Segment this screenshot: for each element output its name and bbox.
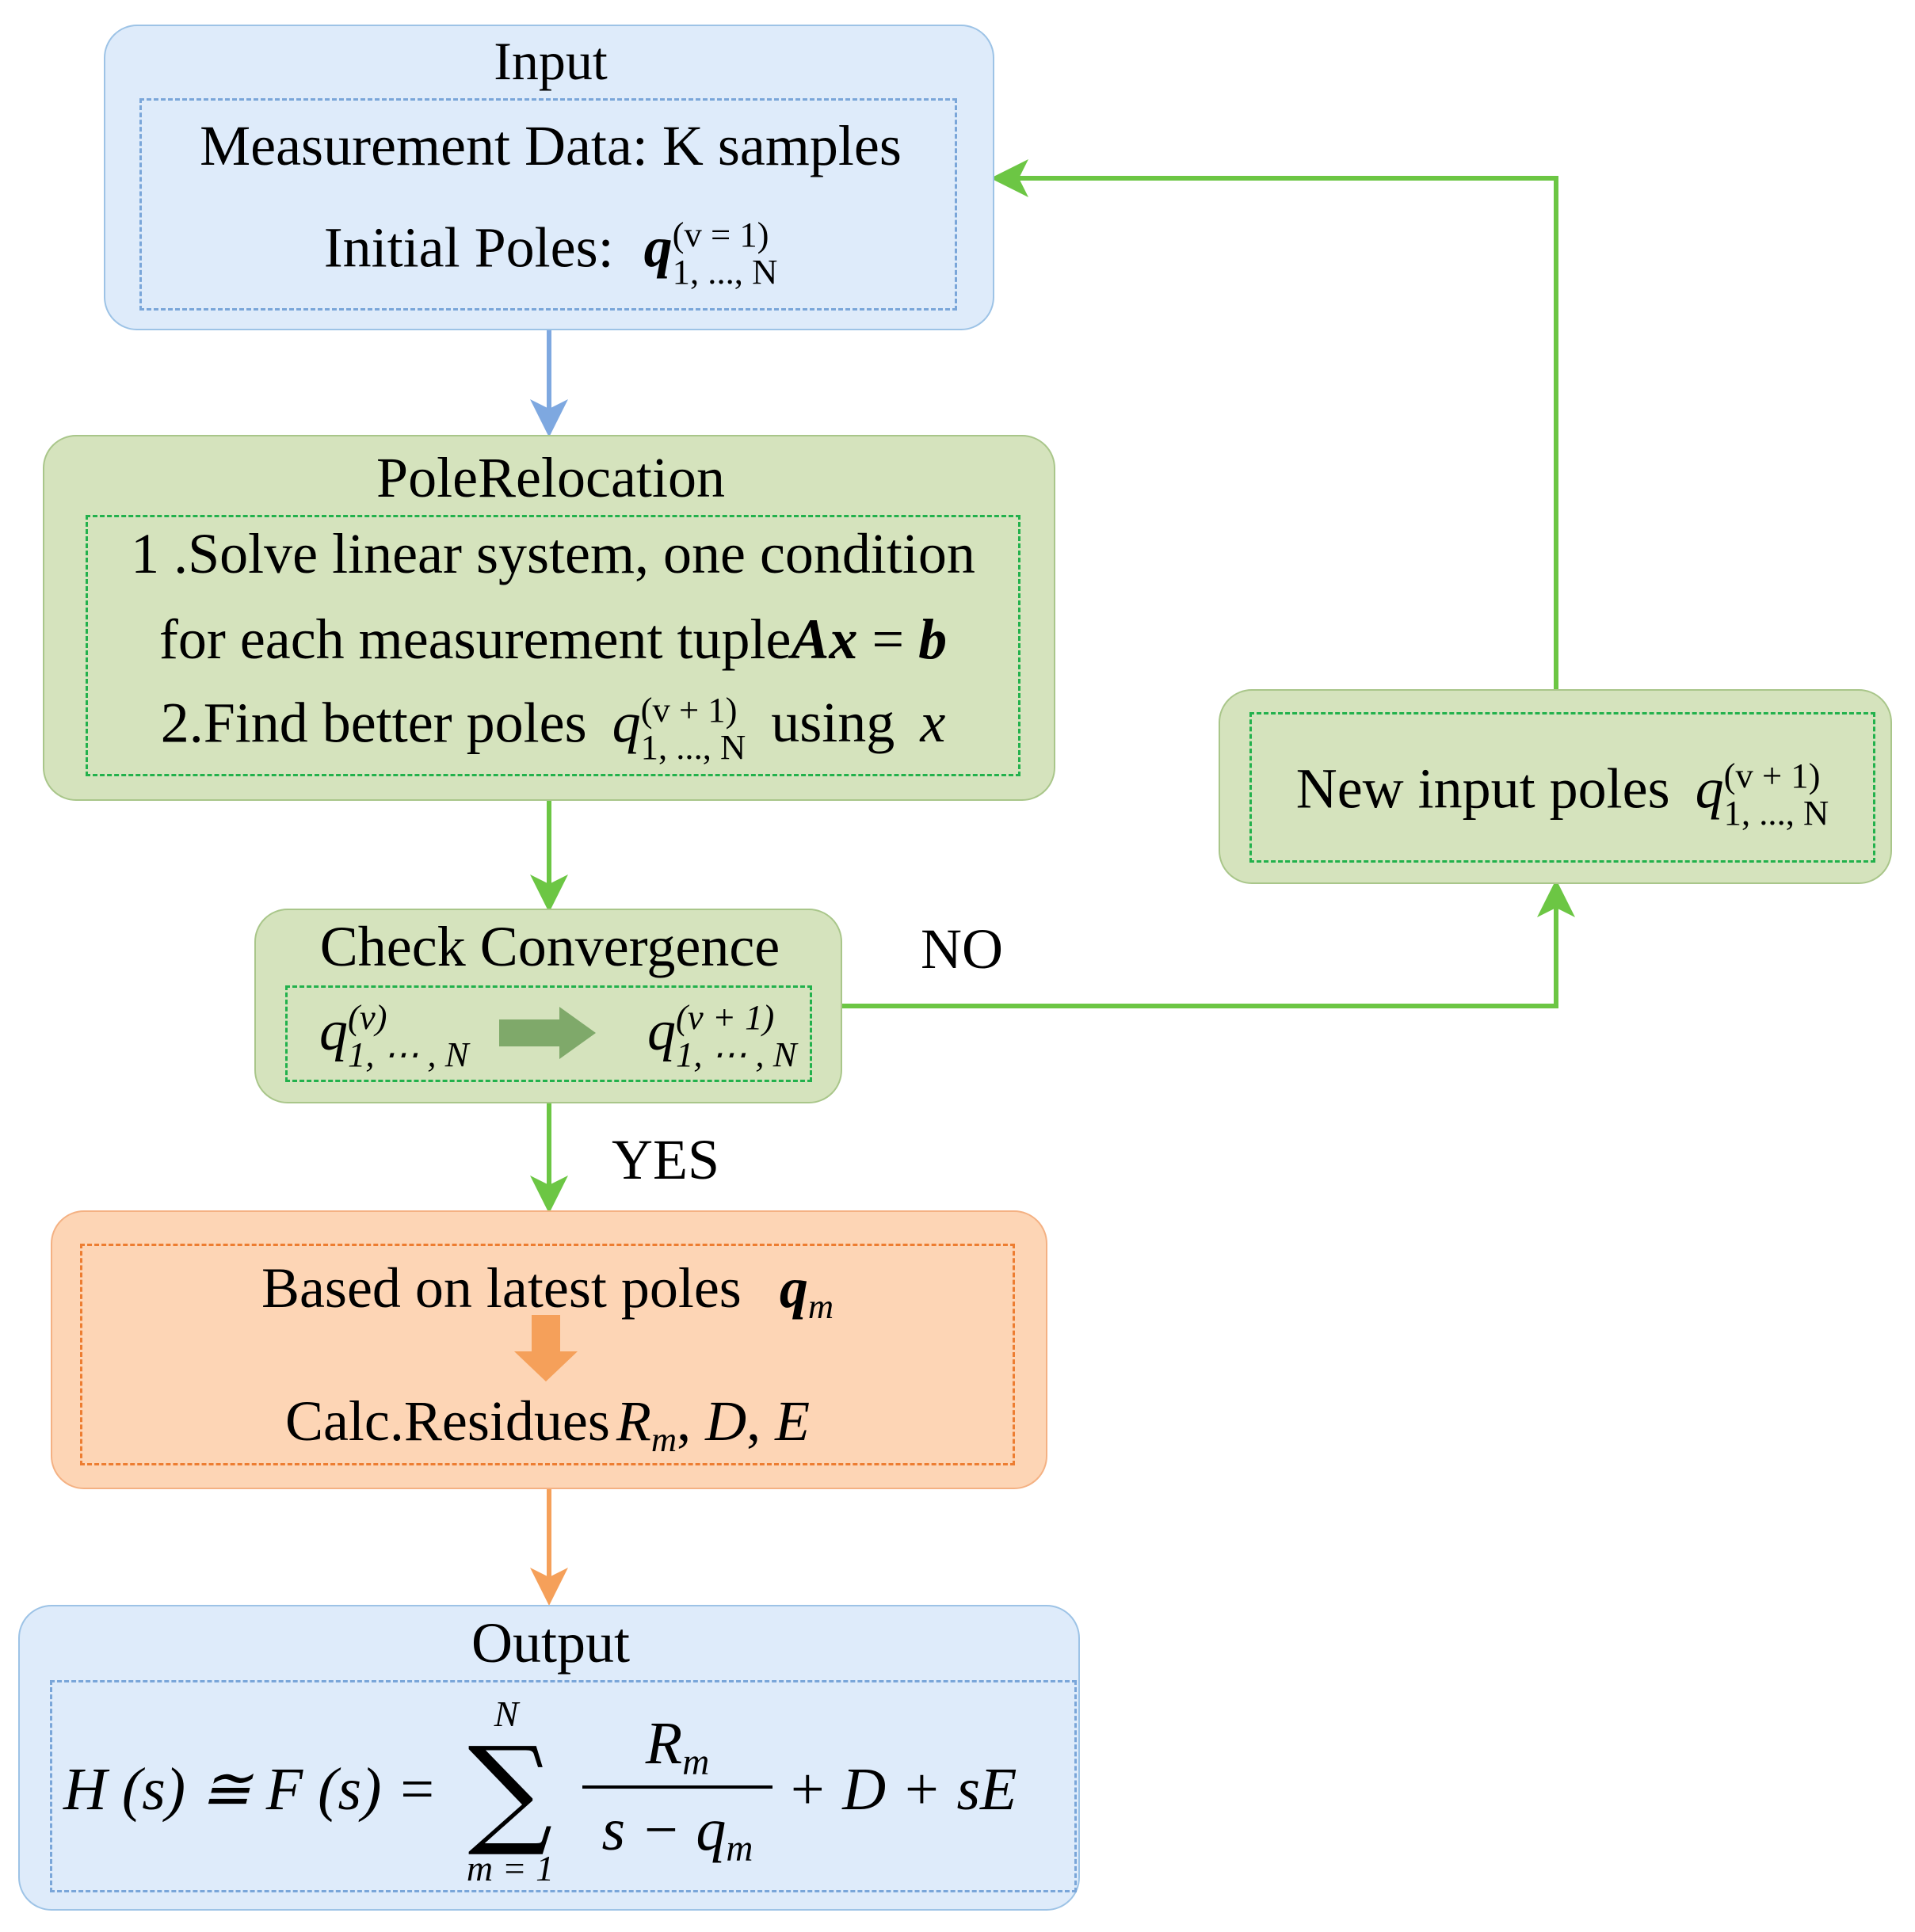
yes-label: YES [612, 1128, 720, 1191]
residue-e: E [775, 1389, 811, 1453]
new-input-poles-label: New input poles [1295, 756, 1670, 821]
check-left-q: q [319, 998, 348, 1062]
output-box: Output H (s) ≅ F (s) = N ∑ m = 1 Rm s − … [18, 1605, 1080, 1911]
check-left-sup: (v) [348, 997, 387, 1037]
relocation-step2-sub: 1, ..., N [640, 726, 746, 767]
check-left-sub: 1, ⋯ , N [348, 1034, 469, 1074]
fraction-bar [582, 1785, 772, 1789]
pole-relocation-title: PoleRelocation [376, 446, 725, 509]
input-dashed-panel [139, 98, 957, 311]
input-title: Input [494, 31, 608, 91]
calc-residues-text: Calc.Residues [284, 1389, 610, 1453]
check-left-term: q(v)1, ⋯ , N [319, 999, 468, 1073]
based-on-latest-poles-line: Based on latest poles qm [80, 1256, 1015, 1324]
formula-tail: + D + sE [787, 1756, 1017, 1823]
check-right-q: q [647, 998, 676, 1062]
residue-r: R [616, 1389, 651, 1453]
numerator-r-sub: m [682, 1742, 710, 1783]
equation-ax: Ax [791, 608, 858, 671]
denominator-sub: m [726, 1828, 753, 1869]
sum-upper-limit: N [494, 1694, 519, 1734]
relocation-step2-text: 2.Find better poles [160, 691, 587, 755]
relocation-step2-line: 2.Find better poles q(v + 1)1, ..., N us… [86, 692, 1020, 766]
sum-symbol: ∑ [467, 1722, 553, 1860]
latest-poles-q-sub: m [807, 1286, 834, 1326]
equation-b: b [918, 608, 948, 671]
check-right-indices: (v + 1)1, ⋯ , N [676, 999, 796, 1073]
measurement-data-text: Measurement Data: K samples [200, 114, 902, 177]
initial-poles-sub: 1, ..., N [672, 251, 778, 292]
initial-poles-q: q [643, 215, 673, 280]
relocation-tuple-text: for each measurement tuple [158, 608, 792, 671]
pole-relocation-dashed-panel [86, 515, 1020, 776]
relocation-step2-x: x [920, 691, 946, 755]
residues-down-arrow-icon [514, 1315, 578, 1381]
relocation-step2-indices: (v + 1)1, ..., N [641, 692, 746, 766]
fraction-numerator: Rm [582, 1710, 772, 1781]
residue-r-sub: m [650, 1419, 677, 1459]
output-dashed-panel [50, 1680, 1077, 1892]
new-input-poles-indices: (v + 1)1, ..., N [1724, 757, 1829, 832]
check-right-sub: 1, ⋯ , N [676, 1034, 797, 1074]
new-input-poles-sup: (v + 1) [1723, 756, 1821, 795]
check-convergence-dashed-panel [285, 985, 812, 1082]
check-left-indices: (v)1, ⋯ , N [348, 999, 468, 1073]
based-on-latest-poles-text: Based on latest poles [261, 1256, 742, 1320]
arrow-check-to-new-poles [842, 879, 1575, 1008]
no-label: NO [921, 917, 1003, 981]
new-input-poles-sub: 1, ..., N [1723, 792, 1829, 833]
relocation-step2-sup: (v + 1) [640, 690, 738, 730]
new-input-poles-box: New input poles q(v + 1)1, ..., N [1219, 689, 1892, 884]
residues-dashed-panel [80, 1244, 1015, 1465]
relocation-step2-q: q [612, 691, 641, 755]
output-title: Output [471, 1611, 630, 1675]
new-input-poles-q: q [1695, 756, 1724, 821]
initial-poles-line: Initial Poles: q(v = 1)1, ..., N [105, 216, 996, 291]
input-box: Input Measurement Data: K samples Initia… [104, 25, 994, 330]
check-right-sup: (v + 1) [676, 997, 775, 1037]
numerator-r: R [645, 1710, 683, 1777]
relocation-step2-using: using [771, 691, 895, 755]
relocation-step1-line1: 1 .Solve linear system, one condition [131, 522, 975, 585]
sum-lower-limit: m = 1 [466, 1848, 555, 1888]
initial-poles-label: Initial Poles: [323, 215, 614, 280]
latest-poles-q: q [779, 1256, 808, 1320]
check-right-term: q(v + 1)1, ⋯ , N [647, 999, 796, 1073]
new-input-poles-dashed-panel [1249, 712, 1875, 863]
convergence-arrow-icon [499, 1007, 596, 1059]
fraction-denominator: s − qm [582, 1797, 772, 1868]
new-input-poles-line: New input poles q(v + 1)1, ..., N [1249, 757, 1875, 832]
equation-equals: = [857, 608, 919, 671]
initial-poles-sup: (v = 1) [672, 215, 769, 254]
check-convergence-title: Check Convergence [319, 915, 780, 978]
pole-relocation-box: PoleRelocation 1 .Solve linear system, o… [43, 435, 1055, 801]
arrow-new-poles-to-input [990, 159, 1558, 689]
check-convergence-box: Check Convergence q(v)1, ⋯ , N q(v + 1)1… [254, 909, 842, 1103]
residue-d: D [705, 1389, 747, 1453]
denominator-text: s − q [601, 1797, 727, 1863]
relocation-step1-line2: for each measurement tupleAx = b [86, 611, 1020, 668]
formula-lhs: H (s) ≅ F (s) = [63, 1756, 437, 1823]
initial-poles-indices: (v = 1)1, ..., N [673, 216, 778, 291]
